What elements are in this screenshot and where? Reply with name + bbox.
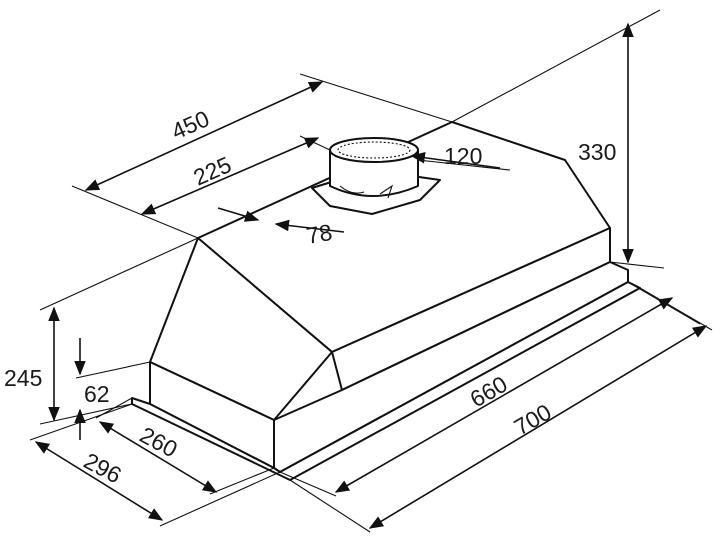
dim-line-120	[410, 152, 501, 169]
dim-line-296	[34, 441, 164, 521]
duct-opening	[329, 137, 419, 163]
dim-label-245: 245	[4, 365, 42, 391]
dim-label-62: 62	[84, 381, 110, 407]
dim-label-78: 78	[304, 219, 334, 249]
dim-label-700: 700	[510, 399, 556, 441]
duct-collar	[329, 149, 419, 197]
dim-line-225	[140, 137, 320, 215]
duct-outlet	[311, 137, 441, 215]
dim-label-120: 120	[444, 143, 482, 169]
dim-label-330: 330	[578, 139, 616, 165]
dim-label-260: 260	[136, 421, 182, 462]
dim-label-225: 225	[189, 151, 235, 190]
dim-label-296: 296	[80, 447, 126, 488]
dim-line-450	[84, 81, 324, 191]
dim-line-78	[217, 207, 260, 222]
dim-label-450: 450	[167, 105, 213, 144]
dim-line-700	[368, 325, 708, 529]
